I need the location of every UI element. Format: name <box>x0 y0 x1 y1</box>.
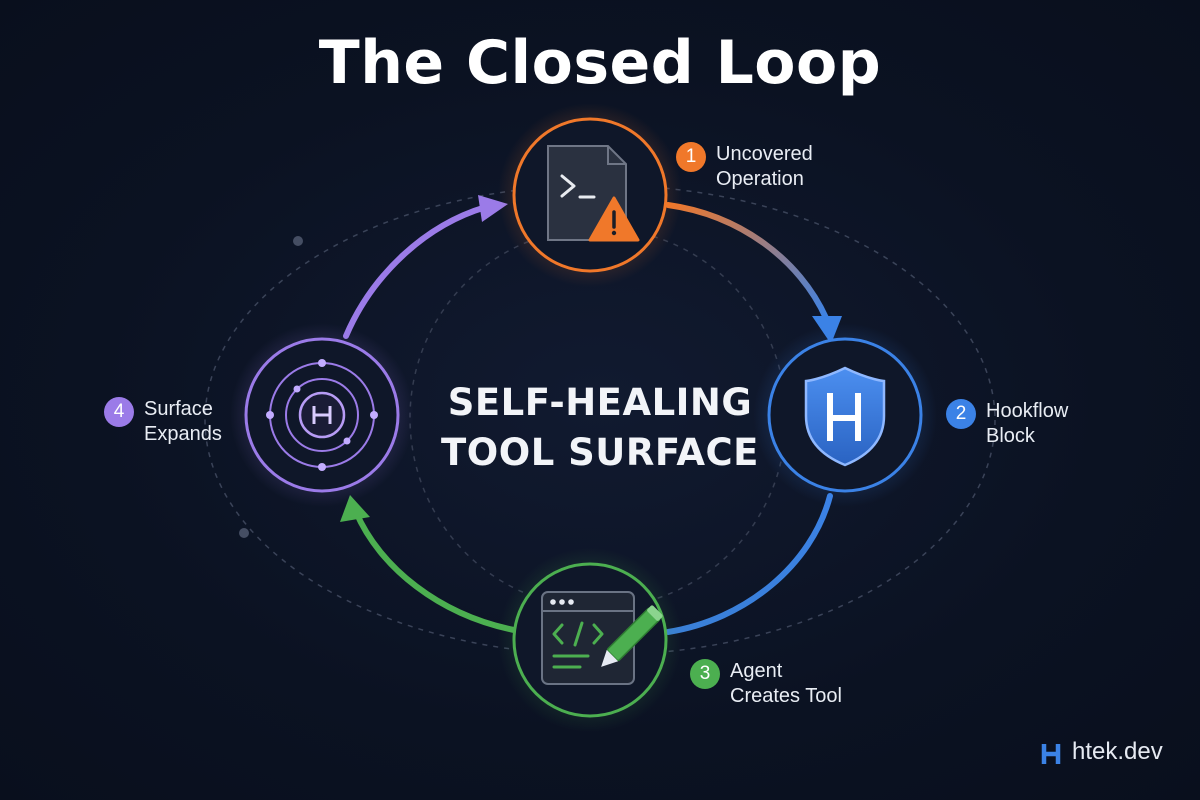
node-uncovered-operation <box>498 103 682 287</box>
step-uncovered-operation: 1 Uncovered Operation <box>676 142 813 192</box>
shield-icon <box>804 366 886 467</box>
step-label-line1: Uncovered <box>716 143 813 165</box>
arrow-3-to-4 <box>353 509 517 633</box>
step-label-line1: Agent <box>730 660 783 682</box>
step-label-line1: Hookflow <box>986 400 1069 422</box>
arrow-1-to-2 <box>665 202 829 321</box>
orbit-dot-top <box>293 236 303 246</box>
node-surface-expands <box>230 323 414 507</box>
node-hookflow-block <box>753 323 937 507</box>
step-surface-expands: 4 Surface Expands <box>104 397 222 447</box>
brand: htek.dev <box>1040 738 1163 766</box>
center-label: SELF-HEALING TOOL SURFACE <box>380 378 820 478</box>
step-label-line2: Creates Tool <box>730 685 842 707</box>
step-hookflow-block: 2 Hookflow Block <box>946 399 1068 449</box>
step-agent-creates-tool: 3 Agent Creates Tool <box>690 659 842 709</box>
step-number-badge: 3 <box>690 659 720 689</box>
node-agent-creates-tool <box>498 548 682 732</box>
orbit-dot-bottom <box>239 528 249 538</box>
step-label-line2: Expands <box>144 423 222 445</box>
step-label: Uncovered Operation <box>716 142 813 192</box>
page-title: The Closed Loop <box>318 28 882 98</box>
arrow-4-to-1 <box>343 204 489 339</box>
center-label-line1: SELF-HEALING <box>447 381 753 424</box>
step-label-line1: Surface <box>144 398 213 420</box>
step-label: Agent Creates Tool <box>730 659 842 709</box>
brand-logo-space <box>1040 742 1062 762</box>
step-number-badge: 2 <box>946 399 976 429</box>
code-editor-pencil-icon <box>541 591 663 685</box>
arrow-2-to-3 <box>665 493 833 635</box>
step-label: Hookflow Block <box>986 399 1068 449</box>
step-label: Surface Expands <box>144 397 222 447</box>
brand-logo-icon <box>1041 744 1061 764</box>
brand-name: htek.dev <box>1072 738 1163 765</box>
step-label-line2: Operation <box>716 168 804 190</box>
center-label-line2: TOOL SURFACE <box>441 431 759 474</box>
orbit-icon <box>266 359 378 471</box>
step-number-badge: 4 <box>104 397 134 427</box>
step-number-badge: 1 <box>676 142 706 172</box>
step-label-line2: Block <box>986 425 1035 447</box>
terminal-warning-icon <box>547 145 640 242</box>
